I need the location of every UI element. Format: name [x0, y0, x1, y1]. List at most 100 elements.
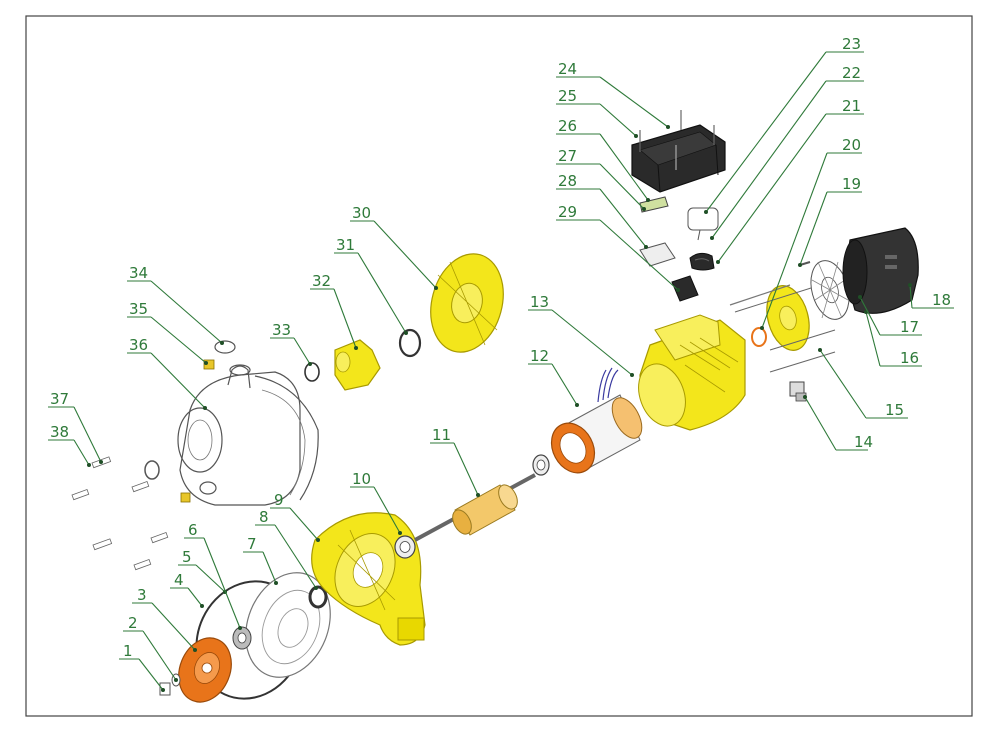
callout-number: 35	[129, 300, 148, 318]
callout-37: 37	[48, 390, 103, 464]
callout-leader-line	[819, 349, 867, 419]
callout-leader-line	[262, 551, 277, 584]
part-small-oring	[144, 460, 160, 480]
callout-leader-line	[150, 316, 207, 364]
callout-leader-line	[599, 163, 645, 210]
callout-number: 23	[842, 35, 861, 53]
callout-tip	[404, 331, 408, 335]
callout-leader-line	[142, 630, 177, 681]
callout-leader-line	[373, 486, 401, 534]
callout-number: 33	[272, 321, 291, 339]
callout-leader-line	[73, 439, 90, 466]
part-oring-31	[398, 328, 422, 358]
callout-36: 36	[127, 336, 207, 410]
callout-8: 8	[255, 508, 318, 590]
callout-tip	[238, 626, 242, 630]
callout-leader-line	[373, 220, 437, 289]
callout-number: 9	[274, 491, 284, 509]
part-cable-gland	[789, 381, 807, 402]
callout-number: 17	[900, 318, 919, 336]
callout-tip	[398, 531, 402, 535]
part-bearing-front	[394, 535, 416, 559]
callout-leader-line	[138, 658, 164, 691]
callout-tip	[644, 245, 648, 249]
callout-tip	[818, 348, 822, 352]
callout-31: 31	[334, 236, 408, 335]
callout-number: 11	[432, 426, 451, 444]
part-gasket-strip	[639, 196, 669, 213]
callout-leader-line	[73, 406, 102, 463]
callout-number: 15	[885, 401, 904, 419]
callout-leader-line	[909, 284, 913, 309]
callout-tip	[908, 283, 912, 287]
callout-26: 26	[556, 117, 650, 202]
callout-tip	[99, 460, 103, 464]
callout-25: 25	[556, 87, 638, 138]
part-nut	[159, 682, 171, 696]
callout-tip	[760, 326, 764, 330]
callout-tip	[204, 361, 208, 365]
callout-tip	[274, 581, 278, 585]
callout-14: 14	[803, 395, 873, 451]
callout-number: 2	[128, 614, 138, 632]
part-oring-orange	[751, 327, 767, 347]
callout-leader-line	[150, 352, 206, 409]
callout-16: 16	[864, 310, 922, 367]
callout-tip	[193, 648, 197, 652]
callout-number: 36	[129, 336, 148, 354]
callout-number: 27	[558, 147, 577, 165]
callout-leader-line	[865, 311, 881, 367]
callout-33: 33	[270, 321, 312, 366]
callout-leader-line	[599, 76, 669, 128]
callout-leader-line	[599, 133, 649, 201]
callout-tip	[314, 586, 318, 590]
callout-number: 8	[259, 508, 269, 526]
callout-23: 23	[704, 35, 864, 214]
callout-2: 2	[123, 614, 178, 682]
callout-tip	[858, 295, 862, 299]
part-motor-housing	[638, 314, 746, 431]
callout-tip	[354, 346, 358, 350]
callout-number: 24	[558, 60, 577, 78]
callout-number: 14	[854, 433, 873, 451]
callout-leader-line	[804, 396, 837, 451]
callout-number: 10	[352, 470, 371, 488]
callout-10: 10	[350, 470, 402, 535]
callout-leader-line	[859, 296, 881, 336]
part-terminal-box-cover	[631, 110, 726, 193]
callout-leader-line	[357, 252, 407, 334]
callout-number: 21	[842, 97, 861, 115]
callout-20: 20	[760, 136, 862, 330]
callout-tip	[642, 207, 646, 211]
callout-4: 4	[170, 571, 204, 608]
callout-tip	[200, 604, 204, 608]
callout-3: 3	[132, 586, 197, 652]
callout-tip	[203, 406, 207, 410]
callout-number: 18	[932, 291, 951, 309]
part-mechanical-seal	[232, 626, 252, 650]
callout-tip	[666, 125, 670, 129]
callout-leader-line	[151, 602, 196, 651]
callout-number: 5	[182, 548, 192, 566]
callout-tip	[704, 210, 708, 214]
part-oring-33	[304, 362, 320, 382]
callout-7: 7	[243, 535, 278, 585]
callout-1: 1	[119, 642, 165, 692]
callout-leader-line	[195, 564, 226, 593]
callout-tip	[798, 263, 802, 267]
part-rotor-shaft	[414, 473, 536, 542]
callout-tip	[316, 538, 320, 542]
callout-24: 24	[556, 60, 670, 129]
callout-22: 22	[710, 64, 864, 240]
part-stator	[550, 367, 643, 474]
part-plug	[214, 340, 236, 354]
callout-tip	[634, 134, 638, 138]
callout-number: 3	[137, 586, 147, 604]
callout-number: 22	[842, 64, 861, 82]
callout-leader-line	[761, 152, 828, 329]
part-yellow-cover-plate	[430, 253, 504, 353]
callout-35: 35	[127, 300, 208, 365]
callout-38: 38	[48, 423, 91, 467]
callout-leader-line	[599, 188, 647, 248]
